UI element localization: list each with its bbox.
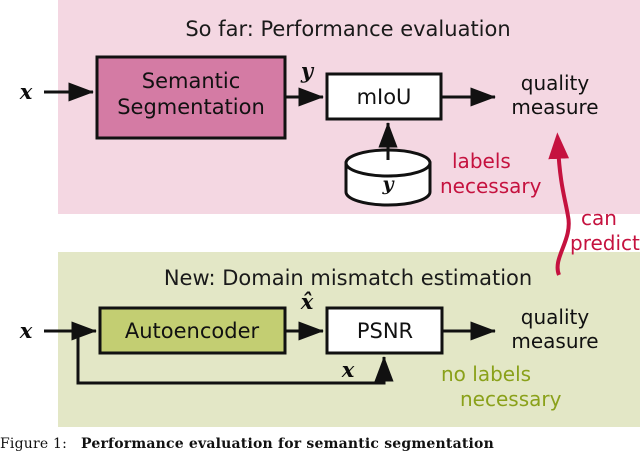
semantic-segmentation-label-line1: Semantic — [142, 69, 241, 93]
caption-prefix: Figure 1: — [0, 436, 68, 452]
top-note-line2: necessary — [440, 174, 542, 198]
semantic-segmentation-label-line2: Segmentation — [117, 95, 265, 119]
bottom-output-label-line2: measure — [511, 329, 598, 353]
connector-label-line2: predict — [570, 231, 640, 255]
bottom-output-label-line1: quality — [521, 305, 590, 329]
top-panel-title: So far: Performance evaluation — [185, 17, 510, 41]
can-predict-arrow — [548, 132, 571, 276]
autoencoder-label: Autoencoder — [125, 319, 260, 343]
bottom-note-line1: no labels — [441, 362, 531, 386]
database-label: ȳ — [381, 173, 395, 195]
psnr-box — [325, 306, 444, 355]
autoencoder-box — [98, 306, 287, 355]
connector-label-line1: can — [581, 206, 617, 230]
miou-label: mIoU — [357, 85, 412, 109]
miou-box — [325, 72, 443, 121]
top-input-label: x — [19, 79, 33, 104]
bottom-panel-title: New: Domain mismatch estimation — [164, 266, 532, 290]
feedback-label: x — [341, 357, 355, 382]
figure-caption: Figure 1: Performance evaluation for sem… — [0, 436, 640, 452]
top-output-label-line2: measure — [511, 95, 598, 119]
top-note-line1: labels — [452, 149, 511, 173]
semantic-segmentation-box — [95, 55, 287, 140]
feedback-junction-dot — [73, 326, 83, 336]
caption-bold-text: Performance evaluation for semantic segm… — [80, 436, 494, 452]
top-intermediate-label: y — [300, 58, 315, 83]
bottom-intermediate-label: x̂ — [300, 289, 314, 314]
bottom-input-label: x — [19, 318, 33, 343]
psnr-label: PSNR — [357, 319, 413, 343]
top-output-label-line1: quality — [521, 71, 590, 95]
feedback-loop-path — [76, 331, 394, 385]
bottom-note-line2: necessary — [460, 387, 562, 411]
